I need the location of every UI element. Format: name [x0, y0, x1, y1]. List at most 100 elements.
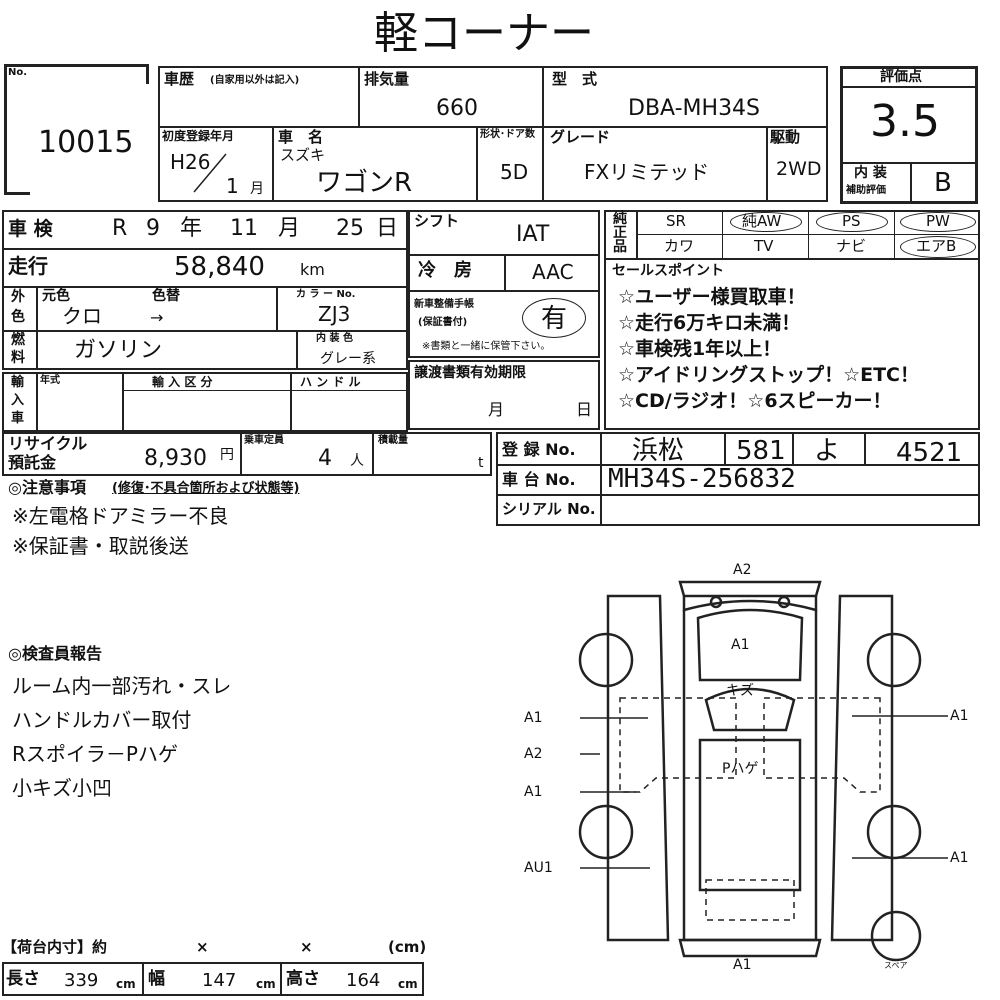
sales-line-2: ☆走行6万キロ未満！ — [618, 312, 801, 334]
cargo-x1: × — [196, 938, 209, 956]
displacement-value: 660 — [436, 96, 478, 121]
drive-cell — [766, 126, 828, 202]
diagram-top-label: A2 — [733, 562, 752, 578]
equip-leather: カワ — [664, 237, 695, 255]
model-value: DBA-MH34S — [628, 96, 761, 121]
inspection-month: 11 — [230, 216, 258, 241]
no-label: No. — [8, 67, 28, 78]
equip-airbag-circle — [900, 236, 976, 258]
chassis-value: MH34S-256832 — [608, 464, 796, 494]
notes-header-sub: (修復･不具合箇所および状態等) — [112, 481, 300, 496]
recycle-unit: 円 — [220, 447, 234, 463]
inspection-era: R — [112, 216, 128, 241]
cargo-length-label: 長さ — [6, 969, 40, 989]
ac-label: 冷 房 — [418, 260, 472, 281]
equip-aw: 純AW — [742, 212, 782, 230]
orig-color-label: 元色 — [42, 288, 70, 304]
warranty-label-2: (保証書付) — [418, 317, 468, 328]
warranty-circle — [522, 298, 586, 338]
warranty-value: 有 — [541, 304, 568, 334]
cargo-height-value: 164 — [346, 970, 381, 991]
shift-value: IAT — [516, 222, 550, 247]
fuel-label-2: 料 — [11, 350, 25, 366]
sales-line-4: ☆アイドリングストップ！☆ETC！ — [618, 364, 920, 386]
inspection-day-unit: 日 — [376, 216, 399, 241]
recycle-value: 8,930 — [144, 446, 207, 471]
diagram-bottom-label: A1 — [733, 957, 752, 973]
serial-cell — [496, 494, 980, 526]
equip-sr: SR — [666, 212, 686, 230]
fuel-label-1: 燃 — [11, 332, 25, 348]
rating-label: 評価点 — [880, 69, 922, 85]
cargo-x2: × — [300, 938, 313, 956]
shift-label: シフト — [414, 212, 460, 230]
body-value: 5D — [500, 160, 529, 184]
warranty-label-1: 新車整備手帳 — [414, 299, 474, 310]
doc-expiry-cell — [408, 360, 600, 430]
diagram-left-3: A1 — [524, 784, 543, 800]
rating-box — [840, 66, 978, 204]
inspection-label: 車 検 — [8, 218, 53, 240]
car-name-label: 車 名 — [278, 128, 324, 146]
grade-value: FXリミテッド — [584, 160, 710, 184]
capacity-unit: 人 — [350, 453, 364, 469]
cargo-width-label: 幅 — [148, 969, 165, 989]
warranty-note: ※書類と一緒に保管下さい。 — [422, 341, 551, 352]
import-handle-label: ハ ン ド ル — [300, 375, 361, 389]
notes-line-1: ※左電格ドアミラー不良 — [12, 504, 229, 528]
import-side-1: 輸 — [11, 375, 25, 390]
import-cell — [2, 372, 408, 432]
displacement-label: 排気量 — [364, 70, 410, 88]
no-box — [4, 64, 148, 194]
mileage-value: 58,840 — [174, 252, 265, 282]
first-reg-month: 1 — [226, 174, 239, 198]
equip-ps-circle — [816, 212, 888, 232]
model-label: 型 式 — [552, 70, 598, 88]
equipment-label-1: 純 — [613, 211, 627, 227]
load-unit: t — [478, 455, 484, 471]
mileage-unit: km — [300, 260, 325, 279]
car-maker: スズキ — [280, 146, 326, 164]
capacity-value: 4 — [318, 446, 332, 471]
change-color-value: → — [150, 308, 164, 327]
registration-kana: よ — [814, 436, 841, 466]
doc-expiry-month: 月 — [488, 400, 505, 419]
recycle-cell — [2, 432, 492, 476]
import-side-3: 車 — [11, 411, 25, 426]
serial-label: シリアル No. — [502, 500, 596, 518]
inspector-line-3: Rスポイラ－Pハゲ — [12, 742, 178, 766]
registration-label: 登 録 No. — [502, 440, 576, 459]
change-color-label: 色替 — [152, 288, 180, 304]
inspector-header: ◎検査員報告 — [8, 644, 102, 663]
diagram-roof-box-label: キズ — [726, 683, 754, 699]
first-reg-year: H26 — [170, 150, 211, 174]
registration-area: 浜松 — [632, 436, 685, 466]
mileage-label: 走行 — [8, 254, 48, 278]
registration-class: 581 — [736, 436, 786, 466]
equip-ps: PS — [842, 212, 861, 230]
rating-value: 3.5 — [870, 96, 940, 147]
cargo-length-unit: cm — [116, 977, 136, 991]
first-reg-month-unit: 月 — [250, 181, 264, 197]
recycle-label-2: 預託金 — [8, 453, 57, 472]
car-diagram — [578, 580, 948, 962]
diagram-spare-label: スペア — [884, 961, 908, 970]
registration-number: 4521 — [896, 438, 963, 468]
chassis-label: 車 台 No. — [502, 470, 576, 489]
color-side-2: 色 — [11, 309, 25, 325]
cargo-width-value: 147 — [202, 970, 237, 991]
diagram-left-2: A2 — [524, 746, 543, 762]
import-side-2: 入 — [11, 393, 25, 408]
diagram-right-2: A1 — [950, 850, 969, 866]
sales-point-cell — [604, 258, 980, 430]
cargo-unit-header: (cm) — [388, 938, 427, 956]
no-value: 10015 — [38, 125, 134, 160]
page-title: 軽コーナー — [374, 8, 594, 59]
fuel-cell — [2, 330, 408, 370]
doc-expiry-label: 譲渡書類有効期限 — [414, 365, 526, 381]
diagram-left-1: A1 — [524, 710, 543, 726]
diagram-right-1: A1 — [950, 708, 969, 724]
equip-airbag: エアB — [916, 237, 957, 255]
load-label: 積載量 — [378, 435, 408, 446]
inspector-line-1: ルーム内一部汚れ・スレ — [12, 674, 232, 698]
